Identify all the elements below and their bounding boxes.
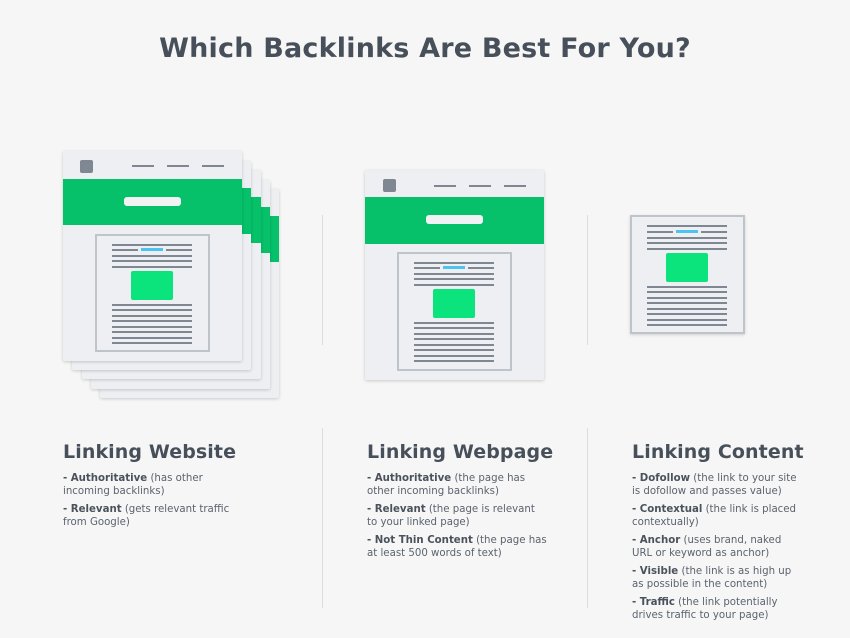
image-placeholder-icon: [666, 253, 708, 282]
nav-link: [434, 185, 456, 187]
criteria-item: - Dofollow (the link to your site is dof…: [632, 473, 797, 497]
criteria-item: - Relevant (the page is relevant to your…: [367, 504, 535, 528]
divider-bottom-1: [322, 428, 323, 608]
nav-link: [202, 165, 224, 167]
column-heading: Linking Website: [63, 441, 237, 463]
nav-link: [167, 165, 189, 167]
column-linking-webpage: Linking Webpage - Authoritative (the pag…: [367, 441, 554, 565]
site-logo-icon: [80, 160, 93, 173]
front-page: [63, 151, 242, 361]
divider-bottom-2: [587, 428, 588, 608]
content-document-icon: [397, 252, 512, 371]
criteria-item: - Relevant (gets relevant traffic from G…: [63, 504, 230, 528]
column-linking-content: Linking Content - Dofollow (the link to …: [632, 441, 804, 627]
content-document-icon: [630, 215, 745, 334]
criteria-item: - Authoritative (has other incoming back…: [63, 473, 203, 497]
criteria-item: - Authoritative (the page has other inco…: [367, 473, 526, 497]
criteria-item: - Visible (the link is as high up as pos…: [632, 566, 792, 590]
header-title-bar: [426, 215, 483, 224]
divider-top-1: [322, 215, 323, 345]
site-logo-icon: [383, 179, 396, 192]
nav-link: [469, 185, 491, 187]
content-document-icon: [95, 234, 210, 352]
header-band: [63, 179, 242, 225]
criteria-item: - Contextual (the link is placed context…: [632, 504, 797, 528]
image-placeholder-icon: [131, 271, 173, 300]
criteria-item: - Not Thin Content (the page has at leas…: [367, 535, 547, 559]
criteria-item: - Traffic (the link potentially drives t…: [632, 597, 778, 621]
criteria-item: - Anchor (uses brand, naked URL or keywo…: [632, 535, 782, 559]
column-heading: Linking Webpage: [367, 441, 554, 463]
nav-link: [504, 185, 526, 187]
link-highlight: [141, 248, 163, 251]
column-linking-website: Linking Website - Authoritative (has oth…: [63, 441, 237, 534]
link-highlight: [676, 230, 698, 233]
header-title-bar: [124, 197, 181, 206]
single-page-icon: [365, 170, 544, 380]
page-title: Which Backlinks Are Best For You?: [159, 33, 691, 64]
link-highlight: [443, 266, 465, 269]
header-band: [365, 197, 544, 244]
image-placeholder-icon: [433, 289, 475, 318]
nav-link: [132, 165, 154, 167]
divider-top-2: [587, 215, 588, 345]
column-heading: Linking Content: [632, 441, 804, 463]
